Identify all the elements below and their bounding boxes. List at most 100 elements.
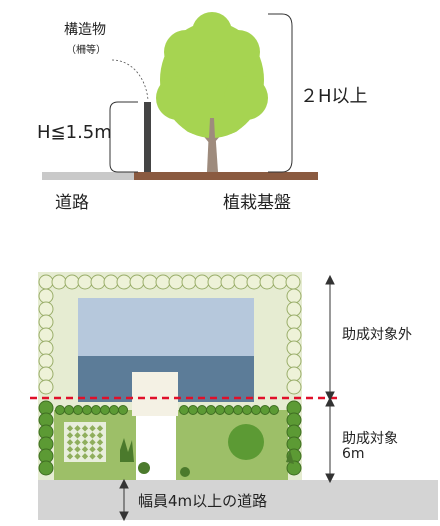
tile [96, 425, 104, 432]
hedge-shrub [286, 314, 302, 330]
grass-clump [120, 438, 134, 462]
hedge-shrub [38, 327, 54, 343]
hedge-shrub [251, 405, 261, 415]
tree-height-bracket [268, 13, 293, 173]
hedge-shrub [38, 314, 54, 330]
structure-post [144, 102, 151, 172]
tile [89, 425, 96, 432]
hedge-shrub [286, 379, 302, 395]
entrance-porch [132, 372, 178, 416]
hedge-shrub [285, 274, 301, 290]
hedge-shrub [286, 366, 302, 382]
hedge-shrub [259, 274, 275, 290]
tile [74, 432, 81, 439]
tile [66, 432, 74, 439]
target-width-label: 6m [342, 446, 365, 462]
hedge-shrub [90, 274, 106, 290]
hedge-shrub [272, 274, 288, 290]
hedge-shrub [129, 274, 145, 290]
hedge-shrub [224, 405, 234, 415]
hedge-shrub [179, 405, 189, 415]
hedge-shrub [233, 274, 249, 290]
hedge-shrub [64, 274, 80, 290]
round-shrub [228, 424, 264, 460]
hedge-shrub [118, 405, 128, 415]
site-plan-diagram: 助成対象外 助成対象 6m 幅員4m以上の道路 [0, 262, 440, 526]
target-dimension-arrow [325, 396, 335, 484]
tile [74, 425, 81, 432]
hedge-shrub [286, 327, 302, 343]
hedge-shrub [286, 353, 302, 369]
site-plan-illustration [30, 272, 438, 522]
hedge-shrub [142, 274, 158, 290]
hedge-shrub [38, 340, 54, 356]
hedge-shrub [38, 460, 54, 476]
hedge-top [38, 274, 301, 290]
road-label: 道路 [55, 193, 89, 213]
tile [81, 446, 89, 453]
tile [96, 439, 104, 446]
road-width-arrow [119, 478, 129, 522]
small-shrub [180, 467, 190, 477]
tile [74, 453, 81, 460]
hedge-shrub [100, 405, 110, 415]
tile [81, 425, 89, 432]
hedge-shrub [286, 340, 302, 356]
tree-trunk-upper [209, 118, 215, 138]
target-label: 助成対象 [342, 431, 398, 447]
hedge-shrub [215, 405, 225, 415]
tile [96, 453, 104, 460]
tile [89, 453, 96, 460]
height-limit-bracket [109, 101, 138, 173]
tile [89, 446, 96, 453]
hedge-shrub [207, 274, 223, 290]
hedge-shrub [168, 274, 184, 290]
tile [89, 439, 96, 446]
hedge-shrub [286, 301, 302, 317]
hedge-shrub [181, 274, 197, 290]
small-shrub [138, 462, 150, 474]
height-limit-label: H≦1.5m [37, 122, 112, 143]
tile [81, 432, 89, 439]
tile [74, 439, 81, 446]
hedge-shrub [38, 366, 54, 382]
tile [66, 425, 74, 432]
house-roof-upper [78, 298, 254, 356]
hedge-shrub [206, 405, 216, 415]
hedge-shrub [286, 288, 302, 304]
height-rule-diagram: 構造物 （柵等） H≦1.5m ２H以上 道路 植栽基盤 [0, 0, 440, 224]
road-width-label: 幅員4m以上の道路 [138, 492, 268, 510]
hedge-shrub [103, 274, 119, 290]
hedge-row-boundary [55, 405, 279, 415]
road-surface [42, 172, 134, 180]
hedge-shrub [91, 405, 101, 415]
tile [96, 432, 104, 439]
structure-sublabel: （柵等） [66, 45, 106, 56]
hedge-left [38, 288, 54, 476]
hedge-shrub [38, 353, 54, 369]
hedge-shrub [38, 274, 54, 290]
hedge-shrub [242, 405, 252, 415]
hedge-shrub [269, 405, 279, 415]
hedge-shrub [260, 405, 270, 415]
hedge-shrub [197, 405, 207, 415]
hedge-shrub [64, 405, 74, 415]
hedge-shrub [194, 274, 210, 290]
hedge-shrub [55, 405, 65, 415]
hedge-shrub [220, 274, 236, 290]
hedge-shrub [38, 288, 54, 304]
road-band [38, 480, 438, 520]
hedge-right [286, 288, 302, 476]
tree-height-label: ２H以上 [300, 86, 368, 107]
tile [74, 446, 81, 453]
tile [89, 432, 96, 439]
hedge-shrub [155, 274, 171, 290]
hedge-shrub [73, 405, 83, 415]
tile [66, 453, 74, 460]
hedge-shrub [233, 405, 243, 415]
planting-base-ground [134, 172, 318, 180]
hedge-shrub [116, 274, 132, 290]
hedge-shrub [38, 379, 54, 395]
height-rule-illustration [42, 12, 318, 180]
tile-terrace-pattern [66, 425, 104, 460]
